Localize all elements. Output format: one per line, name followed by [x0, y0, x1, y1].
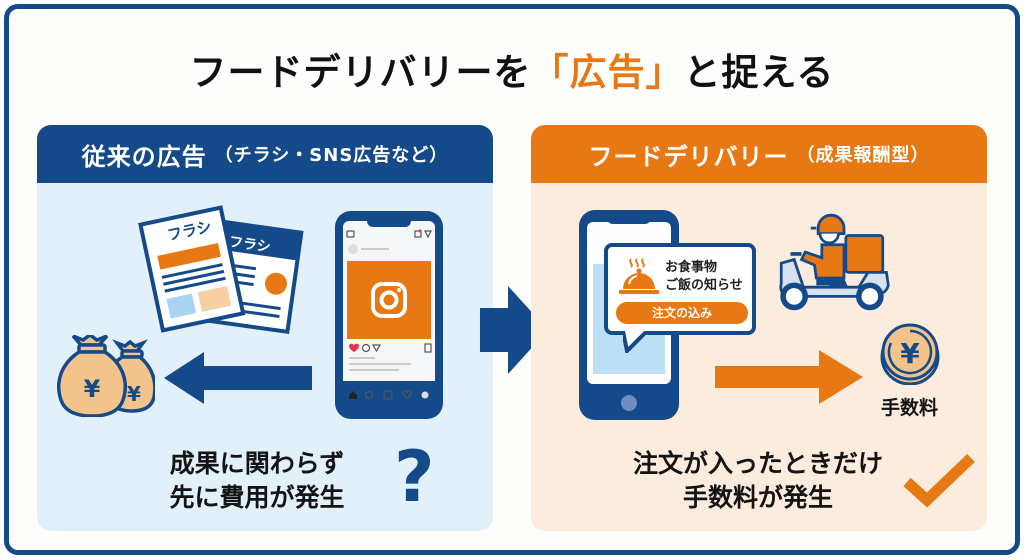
caption-line-2: 手数料が発生	[682, 483, 833, 512]
caption-line-2: 先に費用が発生	[169, 483, 345, 512]
notification-text: お食事物 ご飯の知らせ	[665, 259, 743, 295]
order-button[interactable]: 注文の込み	[616, 302, 748, 324]
traditional-ads-header: 従来の広告 （チラシ・SNS広告など）	[37, 125, 493, 183]
traditional-ads-panel: 従来の広告 （チラシ・SNS広告など） フラシ フラシ	[37, 125, 493, 531]
money-bag-icon: ¥ ¥	[57, 335, 155, 417]
traditional-ads-title: 従来の広告	[81, 142, 207, 171]
title-suffix: と捉える	[683, 51, 835, 94]
arrow-right-icon	[715, 350, 863, 404]
traditional-ads-caption: 成果に関わらず 先に費用が発生	[137, 447, 377, 515]
notification-line-1: お食事物	[665, 260, 718, 275]
smartphone-instagram-icon	[335, 211, 443, 419]
arrow-right-icon	[480, 286, 548, 374]
food-delivery-panel: フードデリバリー （成果報酬型） お食事物 ご飯の知らせ 注文の込み	[531, 125, 987, 531]
food-delivery-subtitle: （成果報酬型）	[796, 145, 930, 166]
delivery-scooter-icon	[779, 213, 890, 311]
svg-text:¥: ¥	[127, 382, 141, 406]
arrow-left-icon	[164, 352, 312, 404]
svg-text:¥: ¥	[84, 375, 101, 403]
notification-line-2: ご飯の知らせ	[665, 278, 743, 293]
flyer-icon	[138, 205, 304, 335]
bubble-tail	[623, 331, 649, 353]
fee-label: 手数料	[881, 397, 939, 419]
svg-text:¥: ¥	[900, 337, 920, 370]
food-delivery-header: フードデリバリー （成果報酬型）	[531, 125, 987, 183]
caption-line-1: 成果に関わらず	[169, 449, 345, 478]
caption-line-1: 注文が入ったときだけ	[632, 449, 883, 478]
traditional-ads-subtitle: （チラシ・SNS広告など）	[214, 145, 449, 166]
food-delivery-title: フードデリバリー	[588, 142, 789, 171]
yen-coin-icon: ¥	[880, 323, 940, 385]
cloche-icon	[619, 258, 659, 294]
question-icon: ?	[394, 436, 435, 518]
food-delivery-caption: 注文が入ったときだけ 手数料が発生	[613, 447, 903, 515]
title-prefix: フードデリバリーを	[189, 51, 532, 94]
title-highlight: 「広告」	[531, 51, 684, 94]
page-title: フードデリバリーを「広告」と捉える	[0, 42, 1024, 96]
checkmark-icon	[903, 454, 975, 508]
